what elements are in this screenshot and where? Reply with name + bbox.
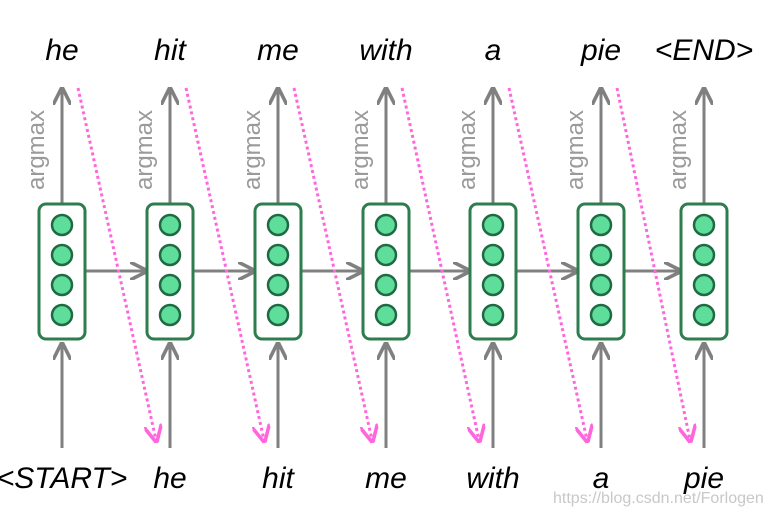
neuron-4-2: [481, 273, 505, 297]
output-word-0: he: [45, 34, 78, 67]
neuron-5-1: [589, 243, 613, 267]
output-word-3: with: [359, 34, 412, 67]
rnn-cell-6: [679, 202, 729, 341]
input-word-6: pie: [683, 462, 724, 495]
argmax-label-5: argmax: [562, 110, 589, 190]
neuron-2-2: [266, 273, 290, 297]
rnn-cell-1: [145, 202, 195, 341]
neuron-1-3: [158, 303, 182, 327]
neuron-6-3: [692, 303, 716, 327]
neuron-2-1: [266, 243, 290, 267]
output-word-6: <END>: [655, 34, 753, 67]
rnn-cell-box: [145, 202, 195, 341]
neuron-6-2: [692, 273, 716, 297]
feedback-arrow-0: [76, 87, 156, 440]
rnn-cell-box: [37, 202, 87, 341]
argmax-label-0: argmax: [23, 110, 50, 190]
neuron-1-1: [158, 243, 182, 267]
output-word-1: hit: [154, 34, 187, 67]
feedback-arrow-4: [507, 87, 587, 440]
neuron-1-0: [158, 213, 182, 237]
neuron-0-2: [50, 273, 74, 297]
argmax-label-2: argmax: [239, 110, 266, 190]
neuron-5-0: [589, 213, 613, 237]
rnn-cell-2: [253, 202, 303, 341]
argmax-label-3: argmax: [347, 110, 374, 190]
neuron-0-0: [50, 213, 74, 237]
watermark: https://blog.csdn.net/Forlogen: [553, 490, 764, 507]
neuron-5-2: [589, 273, 613, 297]
neuron-6-0: [692, 213, 716, 237]
rnn-cell-box: [468, 202, 518, 341]
feedback-arrow-1: [184, 87, 264, 440]
rnn-cell-5: [576, 202, 626, 341]
input-word-5: a: [593, 462, 610, 495]
rnn-cell-box: [679, 202, 729, 341]
argmax-label-6: argmax: [665, 110, 692, 190]
feedback-arrow-2: [292, 87, 372, 440]
neuron-0-1: [50, 243, 74, 267]
neuron-0-3: [50, 303, 74, 327]
input-word-0: <START>: [0, 462, 127, 495]
argmax-label-4: argmax: [454, 110, 481, 190]
input-word-1: he: [153, 462, 186, 495]
output-word-5: pie: [580, 34, 621, 67]
output-word-2: me: [257, 34, 299, 67]
input-word-3: me: [365, 462, 407, 495]
neuron-3-2: [374, 273, 398, 297]
neuron-3-3: [374, 303, 398, 327]
rnn-cell-box: [576, 202, 626, 341]
neuron-4-0: [481, 213, 505, 237]
rnn-cell-box: [253, 202, 303, 341]
neuron-1-2: [158, 273, 182, 297]
feedback-arrow-3: [400, 87, 479, 440]
output-word-4: a: [485, 34, 502, 67]
neuron-4-3: [481, 303, 505, 327]
rnn-cell-4: [468, 202, 518, 341]
neuron-6-1: [692, 243, 716, 267]
input-word-4: with: [466, 462, 519, 495]
neuron-4-1: [481, 243, 505, 267]
neuron-5-3: [589, 303, 613, 327]
rnn-cell-0: [37, 202, 87, 341]
rnn-cell-3: [361, 202, 411, 341]
neuron-2-0: [266, 213, 290, 237]
input-word-2: hit: [262, 462, 295, 495]
neuron-2-3: [266, 303, 290, 327]
neuron-3-0: [374, 213, 398, 237]
neuron-3-1: [374, 243, 398, 267]
argmax-label-1: argmax: [131, 110, 158, 190]
rnn-cell-box: [361, 202, 411, 341]
